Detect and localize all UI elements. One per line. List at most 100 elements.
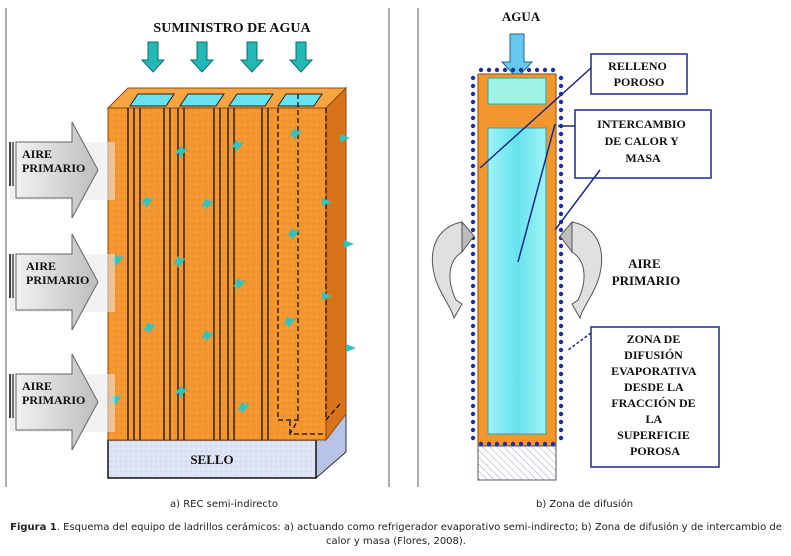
water-inlet-arrow [500,33,534,79]
porous-fill-label: RELLENO POROSO [608,59,670,89]
diffusion-dot [526,441,532,447]
water-supply-label: SUMINISTRO DE AGUA [153,21,311,36]
diffusion-dot [470,259,476,265]
diffusion-dot [558,179,564,185]
diffusion-dot [558,411,564,417]
diffusion-dot [470,251,476,257]
diffusion-dot [470,115,476,121]
channel-lines [127,108,269,440]
diffusion-dot [470,355,476,361]
diffusion-dot [558,139,564,145]
brick-front-face [107,107,327,441]
diffusion-dot [470,283,476,289]
diffusion-dot [470,91,476,97]
curved-air-arrow-left [431,220,475,320]
diffusion-dot [470,307,476,313]
primary-air-label: AIRE PRIMARIO [22,379,85,407]
water-supply-arrow [288,41,314,73]
water-supply-arrow [239,41,265,73]
diffusion-dot [494,441,500,447]
diffusion-dot [558,251,564,257]
diffusion-dot [470,331,476,337]
diffusion-dot [558,187,564,193]
seal-label: SELLO [190,452,233,467]
small-arrow [173,256,186,268]
diffusion-dot [502,67,508,73]
diffusion-dot [494,67,500,73]
diffusion-dot [470,403,476,409]
small-arrow [143,322,156,334]
diffusion-dot [470,435,476,441]
diffusion-dot [558,427,564,433]
diffusion-dot [558,403,564,409]
diffusion-dot [558,83,564,89]
diffusion-dot [470,243,476,249]
diffusion-dot [470,83,476,89]
diffusion-dot [558,291,564,297]
diffusion-dot [558,363,564,369]
diffusion-dot [550,67,556,73]
diffusion-dot [478,441,484,447]
primary-air-arrow-2: AIRE PRIMARIO [9,233,115,331]
diffusion-dot [558,147,564,153]
panel-b: AGUA AIRE PRIMARIO RELLEN [417,8,720,487]
diffusion-dot [486,67,492,73]
diffusion-dot [470,179,476,185]
diffusion-dot [470,147,476,153]
diffusion-dot [502,441,508,447]
small-arrow [287,228,300,240]
diffusion-dot [470,419,476,425]
diffusion-dot [510,67,516,73]
diffusion-dot [542,441,548,447]
figure-caption: Figura 1. Esquema del equipo de ladrillo… [8,521,784,549]
panel-a: SUMINISTRO DE AGUA SELLO [5,8,390,487]
small-arrow [283,316,296,328]
diffusion-dot [470,99,476,105]
small-arrow [237,402,250,414]
diffusion-dot [558,379,564,385]
diffusion-dot [558,355,564,361]
diffusion-dot [558,347,564,353]
small-arrow [233,278,246,290]
diffusion-dot [550,441,556,447]
diffusion-dot [470,291,476,297]
diffusion-zone-label: ZONA DE DIFUSIÓN EVAPORATIVA DESDE LA FR… [611,332,699,458]
small-arrow [289,128,302,140]
water-channel-openings [129,93,323,107]
diffusion-dot [470,363,476,369]
outflow-arrows [322,134,356,352]
diffusion-dot [558,315,564,321]
diffusion-dot [470,371,476,377]
brick-cross-section [477,73,557,481]
diffusion-dot [470,275,476,281]
diffusion-dot [470,123,476,129]
primary-air-label-b: AIRE PRIMARIO [612,256,681,288]
diffusion-dot [558,307,564,313]
water-supply-arrow [189,41,215,73]
small-arrow [175,386,188,398]
diffusion-dot [558,283,564,289]
diffusion-dot [510,441,516,447]
primary-air-label: AIRE PRIMARIO [26,259,89,287]
diffusion-dot [478,67,484,73]
porous-fill [487,77,547,105]
diffusion-dot [470,195,476,201]
diffusion-dot [470,227,476,233]
diffusion-dot [558,195,564,201]
diffusion-dot [470,155,476,161]
diffusion-dot [470,219,476,225]
diffusion-dot [470,171,476,177]
diffusion-dot [470,395,476,401]
water-supply-arrow [140,41,166,73]
diffusion-dot [470,187,476,193]
diffusion-dot [470,107,476,113]
seal-block: SELLO [107,410,347,480]
caption-a: a) REC semi-indirecto [170,499,278,510]
diffusion-dot [558,435,564,441]
primary-air-label: AIRE PRIMARIO [22,147,85,175]
diffusion-dot [558,211,564,217]
diffusion-dot [558,275,564,281]
curved-air-arrow-right [559,220,603,320]
primary-air-arrow-1: AIRE PRIMARIO [9,121,115,219]
